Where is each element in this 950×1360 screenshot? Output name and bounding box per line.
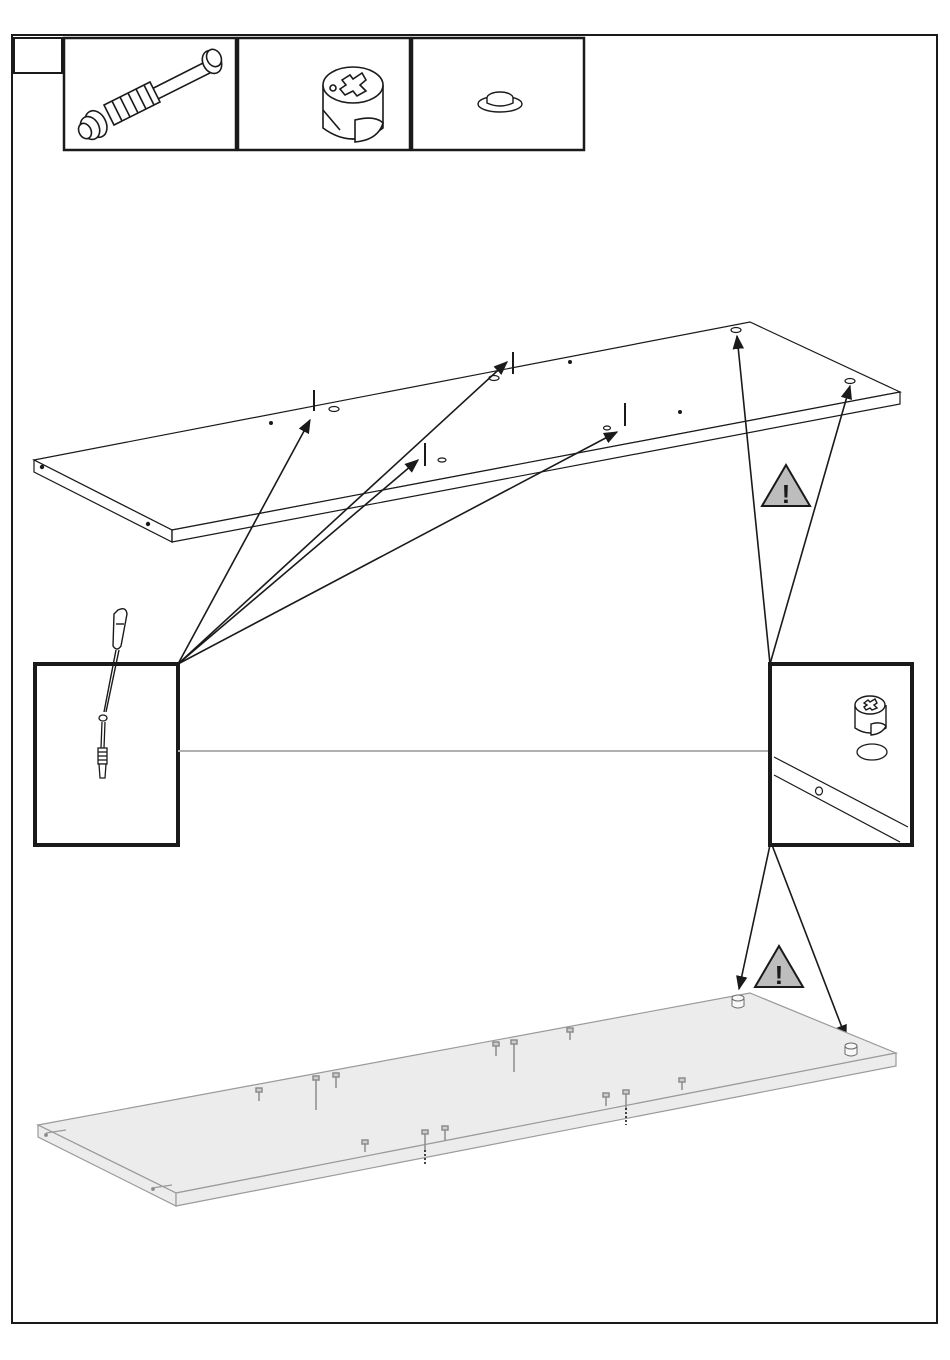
svg-text:!: ! [782,479,791,509]
bottom-panel [38,993,896,1206]
cam-detail-box [770,664,912,845]
top-panel [34,322,900,542]
parts-list [64,38,584,150]
cam-lock-icon [323,67,383,142]
step-number-box [14,38,62,73]
cam-hole-outline [857,744,887,760]
screwdriver-detail-box [35,609,178,845]
warning-triangle-icon: ! [755,946,803,990]
svg-text:!: ! [775,960,784,990]
cam-lock-icon [855,696,886,735]
warning-triangle-icon: ! [762,465,810,509]
